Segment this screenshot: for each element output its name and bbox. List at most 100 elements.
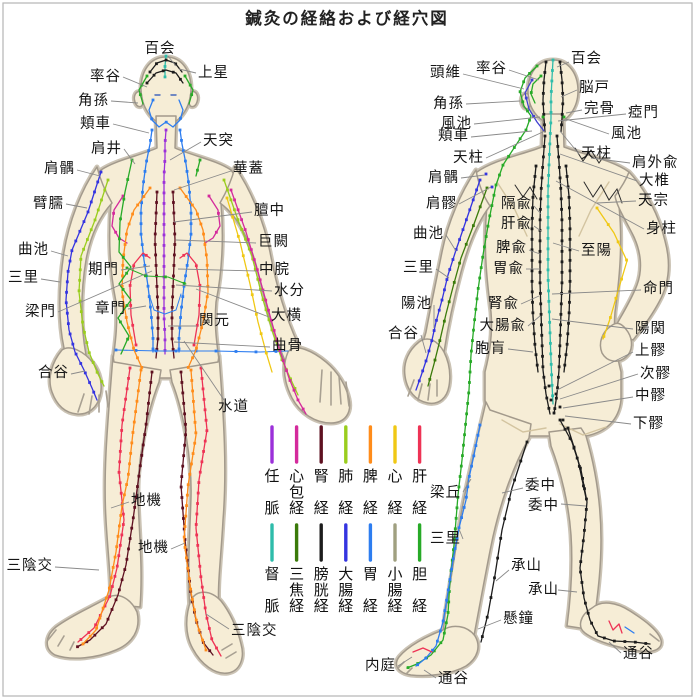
acupoint-dot [114,230,118,234]
acupoint-dot [447,590,451,593]
acupoint-dot [130,441,134,445]
legend-label-char: 経 [338,597,353,615]
acupoint-dot [560,281,564,285]
acupoint-dot [437,308,441,312]
acupoint-dot [552,411,556,415]
acupoint-dot [551,69,554,72]
acupoint-dot [143,264,147,267]
acupoint-dot [85,640,89,644]
acupoint-dot [530,237,534,241]
acupoint-dot [416,663,419,667]
point-label: 瘂門 [628,104,659,121]
meridian-line [542,61,547,133]
acupoint-dot [89,200,93,204]
acupoint-dot [154,264,158,267]
acupoint-dot [534,164,538,168]
legend-label-char: 脈 [264,499,279,517]
acupoint-dot [122,408,126,411]
acupoint-dot [185,504,188,508]
acupoint-dot [112,211,115,215]
acupoint-dot [204,305,207,309]
acupoint-dot [217,211,220,215]
acupoint-dot [233,208,236,212]
legend-item: 脾経 [363,425,378,517]
acupoint-dot [148,70,152,74]
acupoint-dot [137,474,141,478]
acupoint-dot [543,386,547,390]
acupoint-dot [180,305,183,309]
acupoint-dot [162,202,166,205]
legend-item: 胃経 [363,523,378,615]
acupoint-dot [117,554,121,558]
point-label: 肩外兪 [632,154,679,171]
acupoint-dot [464,495,468,499]
chart-title: 鍼灸の経絡および経穴図 [245,8,449,28]
acupoint-dot [106,178,110,182]
leader-line [397,656,413,667]
acupoint-dot [264,308,268,312]
point-label: 中脘 [259,261,290,278]
leader-line [40,278,61,283]
leader-line [178,68,197,74]
acupoint-dot [566,185,570,189]
acupoint-dot [580,549,584,553]
acupoint-dot [567,311,571,315]
acupoint-dot [195,512,199,516]
acupoint-dot [121,263,125,267]
acupoint-dot [531,300,534,304]
acupoint-dot [155,201,158,204]
acupoint-dot [558,333,562,337]
acupoint-dot [150,128,154,132]
acupoint-dot [138,464,142,468]
leader-line [520,295,540,305]
leader-line [458,528,464,540]
acupoint-dot [543,123,546,127]
body-contour-line [77,393,85,413]
acupoint-dot [115,564,119,568]
acupoint-dot [443,288,446,292]
acupoint-dot [83,330,86,334]
acupoint-dot [464,422,467,426]
acupoint-dot [150,370,154,374]
acupoint-dot [255,268,259,272]
acupoint-dot [549,362,553,366]
acupoint-dot [443,609,447,613]
acupoint-dot [116,534,120,538]
acupoint-dot [558,176,562,180]
acupoint-dot [203,243,207,246]
acupoint-dot [453,527,457,531]
acupoint-dot [470,464,473,468]
acupoint-dot [560,81,564,85]
acupoint-dot [91,361,95,364]
point-label: 三里 [8,270,39,286]
acupoint-dot [198,284,202,287]
acupoint-dot [542,112,546,116]
acupoint-dot [560,218,564,222]
acupoint-dot [553,407,557,410]
acupoint-dot [171,347,175,351]
acupoint-dot [163,75,167,79]
acupoint-dot [193,420,197,424]
acupoint-dot [196,212,199,216]
acupoint-dot [548,153,551,156]
acupoint-dot [581,591,585,595]
body-outline [49,347,102,415]
acupoint-dot [241,254,245,258]
acupoint-dot [430,339,434,343]
leader-line [551,289,642,295]
acupoint-dot [204,253,208,257]
acupoint-dot [454,516,458,520]
legend-label-char: 経 [314,499,329,517]
acupoint-dot [581,539,585,543]
acupoint-dot [85,341,89,344]
acupoint-dot [206,274,209,278]
acupoint-dot [92,390,96,394]
leader-line [462,73,525,90]
acupoint-dot [181,295,185,299]
acupoint-dot [521,100,525,104]
body-contour-line [319,369,323,403]
acupoint-dot [595,206,599,210]
legend-label-char: 経 [412,499,427,517]
acupoint-dot [476,433,480,437]
